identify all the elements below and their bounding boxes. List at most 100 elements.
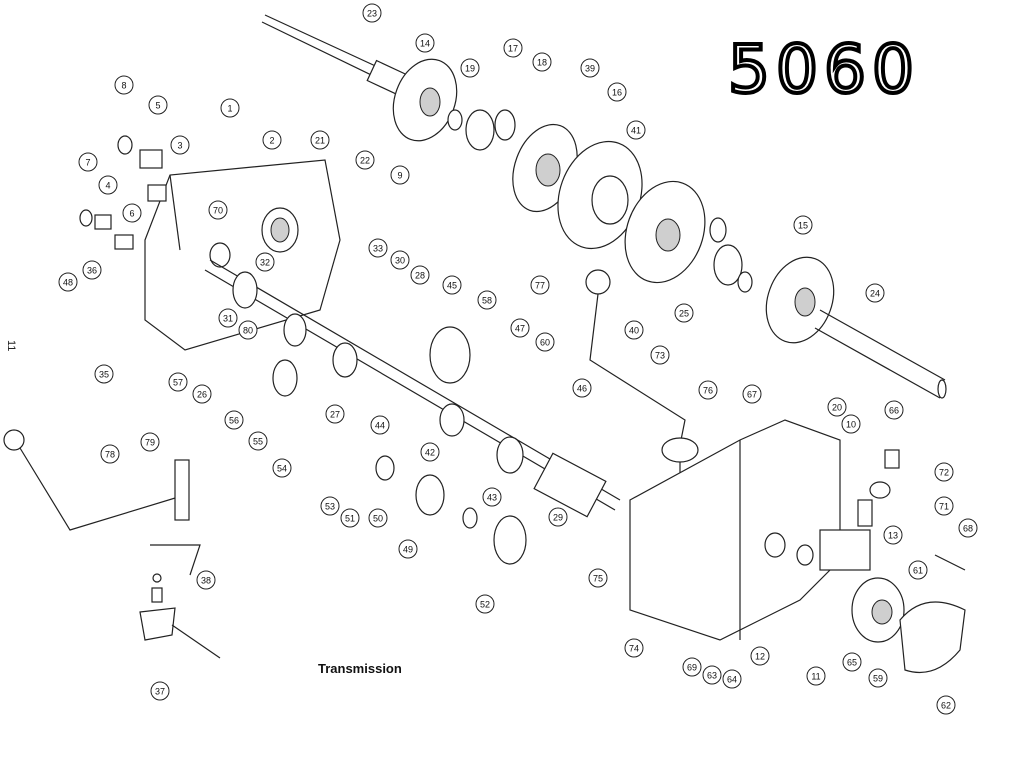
callout-number: 21 [315,136,325,146]
callout-54: 54 [272,458,292,478]
callout-50: 50 [368,508,388,528]
callout-number: 71 [939,502,949,512]
callout-number: 1 [227,104,232,114]
callout-number: 18 [537,58,547,68]
callout-31: 31 [218,308,238,328]
callout-36: 36 [82,260,102,280]
callout-7: 7 [78,152,98,172]
callout-5: 5 [148,95,168,115]
callout-number: 27 [330,410,340,420]
callout-29: 29 [548,507,568,527]
callout-number: 58 [482,296,492,306]
callout-number: 3 [177,141,182,151]
callout-43: 43 [482,487,502,507]
callout-number: 23 [367,9,377,19]
callout-number: 69 [687,663,697,673]
callout-number: 7 [85,158,90,168]
callout-number: 56 [229,416,239,426]
callout-number: 38 [201,576,211,586]
callout-17: 17 [503,38,523,58]
callout-number: 13 [888,531,898,541]
callout-58: 58 [477,290,497,310]
callout-number: 26 [197,390,207,400]
callout-number: 50 [373,514,383,524]
callout-46: 46 [572,378,592,398]
callout-number: 64 [727,675,737,685]
callout-number: 78 [105,450,115,460]
callout-79: 79 [140,432,160,452]
callout-30: 30 [390,250,410,270]
callout-number: 75 [593,574,603,584]
callout-66: 66 [884,400,904,420]
callout-62: 62 [936,695,956,715]
callout-number: 65 [847,658,857,668]
callout-28: 28 [410,265,430,285]
callout-number: 31 [223,314,233,324]
callout-52: 52 [475,594,495,614]
callout-35: 35 [94,364,114,384]
callout-8: 8 [114,75,134,95]
callout-39: 39 [580,58,600,78]
callout-number: 20 [832,403,842,413]
callout-2: 2 [262,130,282,150]
callout-61: 61 [908,560,928,580]
callout-41: 41 [626,120,646,140]
callout-74: 74 [624,638,644,658]
callout-number: 19 [465,64,475,74]
callout-55: 55 [248,431,268,451]
callout-number: 4 [105,181,110,191]
callout-53: 53 [320,496,340,516]
callout-number: 40 [629,326,639,336]
callout-number: 52 [480,600,490,610]
callout-56: 56 [224,410,244,430]
callout-number: 37 [155,687,165,697]
callout-number: 39 [585,64,595,74]
callout-number: 10 [846,420,856,430]
callout-76: 76 [698,380,718,400]
callout-number: 9 [397,171,402,181]
callout-63: 63 [702,665,722,685]
callout-number: 17 [508,44,518,54]
callout-27: 27 [325,404,345,424]
callout-number: 16 [612,88,622,98]
callout-number: 72 [939,468,949,478]
callout-4: 4 [98,175,118,195]
callout-number: 61 [913,566,923,576]
callout-number: 70 [213,206,223,216]
callout-number: 73 [655,351,665,361]
callout-number: 55 [253,437,263,447]
callout-number: 66 [889,406,899,416]
callout-6: 6 [122,203,142,223]
callout-number: 12 [755,652,765,662]
callout-80: 80 [238,320,258,340]
callout-24: 24 [865,283,885,303]
callout-14: 14 [415,33,435,53]
callout-bubbles: 1234567891011121314151617181920212223242… [58,3,978,715]
callout-number: 62 [941,701,951,711]
callout-19: 19 [460,58,480,78]
callout-45: 45 [442,275,462,295]
parts-artwork [3,14,966,674]
callout-number: 77 [535,281,545,291]
callout-number: 63 [707,671,717,681]
callout-21: 21 [310,130,330,150]
callout-15: 15 [793,215,813,235]
callout-number: 6 [129,209,134,219]
callout-number: 47 [515,324,525,334]
callout-37: 37 [150,681,170,701]
callout-number: 11 [811,672,820,682]
callout-number: 46 [577,384,587,394]
callout-number: 24 [870,289,880,299]
callout-number: 53 [325,502,335,512]
callout-64: 64 [722,669,742,689]
callout-1: 1 [220,98,240,118]
callout-75: 75 [588,568,608,588]
callout-number: 15 [798,221,808,231]
callout-number: 35 [99,370,109,380]
callout-48: 48 [58,272,78,292]
callout-57: 57 [168,372,188,392]
callout-number: 36 [87,266,97,276]
callout-42: 42 [420,442,440,462]
callout-71: 71 [934,496,954,516]
callout-12: 12 [750,646,770,666]
